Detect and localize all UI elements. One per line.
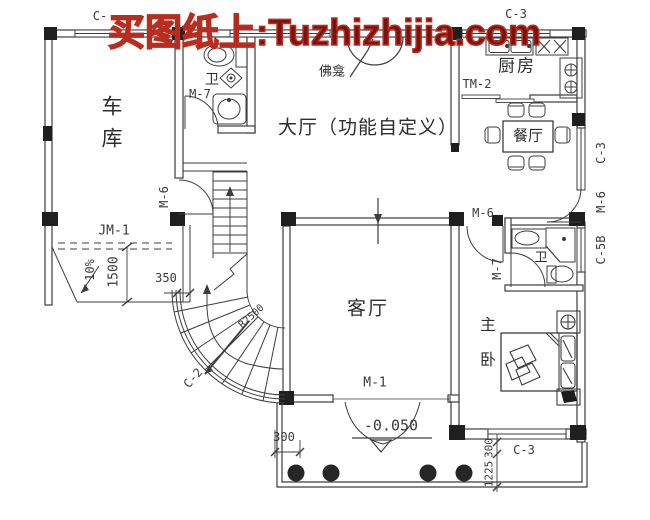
window-label-c5b: C-5B	[594, 235, 608, 265]
dim-1500	[121, 242, 133, 307]
elevation-label: -0.050	[363, 416, 419, 435]
door-m7-bath2	[510, 252, 546, 288]
sink-icon	[212, 93, 247, 125]
window-dining-right	[576, 127, 586, 191]
shrine-leader-line	[349, 38, 374, 78]
staircase	[171, 162, 286, 404]
center-marker	[374, 198, 382, 244]
room-label-garage-1: 车	[101, 95, 123, 119]
door-tm2-kitchen	[461, 94, 535, 103]
door-label-m7-bath1: M-7	[189, 87, 211, 101]
door-label-m6-mid: M-6	[472, 206, 494, 220]
door-m6-stairs	[178, 179, 214, 215]
window-bath2-right	[576, 227, 586, 273]
door-label-m6-left: M-6	[157, 186, 171, 208]
stair-break-line	[213, 253, 248, 291]
dim-label-1500: 1500	[106, 256, 122, 288]
door-m6-dining-exterior	[546, 187, 582, 223]
door-jm1-garage	[58, 242, 172, 250]
toilet-icon	[203, 42, 248, 68]
window-hall-top	[229, 29, 331, 38]
door-label-m1: M-1	[363, 375, 387, 391]
dim-label-300-right: 300	[482, 438, 496, 458]
kitchen-sink-icon	[485, 37, 534, 56]
window-garage-top	[74, 29, 151, 38]
drainboard-icon	[535, 37, 569, 56]
room-label-bath1: 卫	[205, 71, 219, 87]
toilet-icon	[546, 265, 574, 284]
room-label-bath2: 卫	[534, 249, 548, 265]
window-label-c3-bottom: C-3	[513, 443, 535, 457]
window-label-c3-right: C-3	[594, 142, 608, 164]
dim-label-1225: 1225	[482, 460, 496, 488]
dining-table	[502, 120, 554, 153]
door-label-m7-bath2: M-7	[490, 258, 504, 280]
porch-columns	[287, 464, 473, 482]
garage-ramp	[51, 225, 191, 303]
room-label-dining: 餐厅	[512, 127, 544, 145]
stove-icon	[559, 57, 583, 99]
dining-chairs	[484, 102, 571, 171]
bath1-fixtures	[203, 42, 248, 125]
stair-up-arrow-1	[226, 186, 234, 252]
shower-icon	[545, 227, 576, 263]
watermark: 买图纸上:Tuzhizhijia.com	[107, 11, 542, 54]
dim-right-vertical	[492, 434, 502, 492]
nightstand-lamp-icon	[556, 310, 581, 334]
room-label-master-1: 主	[479, 317, 497, 334]
doors	[58, 94, 582, 445]
bath2-fixtures	[511, 227, 576, 284]
kitchen-fixtures	[485, 37, 583, 99]
dim-label-300-left: 300	[273, 430, 295, 444]
shrine-label: 佛龛	[318, 63, 346, 79]
door-label-m6-right: M-6	[594, 191, 608, 213]
room-label-garage-2: 库	[101, 127, 123, 151]
elevation-marker	[352, 437, 432, 453]
dimension-lines	[121, 242, 502, 492]
porch	[276, 403, 588, 488]
dim-label-350: 350	[155, 271, 177, 285]
bedroom-furniture	[500, 310, 581, 406]
sink-icon	[511, 228, 547, 249]
room-label-hall: 大厅（功能自定义）	[277, 117, 459, 139]
dining-furniture	[484, 102, 571, 171]
room-label-living: 客厅	[346, 298, 390, 320]
window-bedroom-bottom	[487, 428, 567, 440]
room-label-master-2: 卧	[479, 352, 497, 369]
stair-radius-leader	[204, 320, 250, 375]
slope-arrow	[80, 265, 100, 294]
shrine-niche	[346, 36, 404, 78]
window-label-top-left: C-	[92, 9, 108, 23]
door-m6-corridor	[466, 225, 504, 263]
door-label-jm1: JM-1	[98, 223, 130, 239]
stair-up-arrow-2	[203, 284, 284, 370]
door-label-tm2: TM-2	[462, 77, 492, 91]
floor-drain-icon	[219, 67, 243, 89]
dim-350	[164, 288, 195, 298]
slope-label: 10%	[83, 259, 97, 281]
room-label-kitchen: 厨房	[498, 56, 536, 76]
bed-icon	[500, 332, 578, 392]
door-m1-entry	[332, 396, 451, 445]
dim-300-left	[270, 430, 305, 458]
bedside-stool-icon	[556, 388, 581, 406]
window-label-c3-top: C-3	[505, 7, 527, 21]
